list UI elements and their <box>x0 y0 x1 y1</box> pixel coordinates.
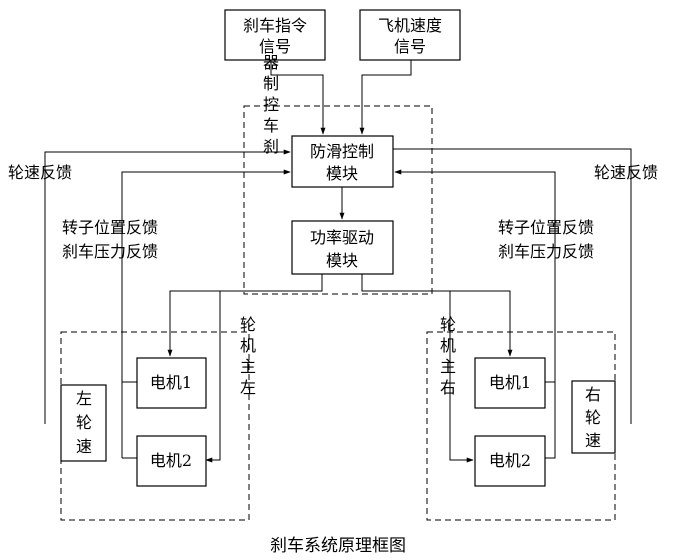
controller-char1: 器 <box>263 53 279 72</box>
right-wheel-speed-char2: 轮 <box>585 408 601 427</box>
brake-controller-frame <box>243 105 433 295</box>
left-motor1-block: 电机1 <box>136 357 207 409</box>
brake-command-block: 刹车指令 信号 <box>224 9 326 61</box>
left-pressure-feedback-label: 刹车压力反馈 <box>62 242 158 261</box>
right-wheel-char4: 右 <box>440 378 456 397</box>
left-wheel-frame <box>60 331 250 521</box>
right-speed-feedback-line <box>393 148 632 424</box>
right-motor1-block: 电机1 <box>474 357 546 409</box>
left-wheel-speed-char1: 左 <box>76 389 92 408</box>
power-to-right-motor2-line <box>449 291 474 463</box>
right-rotor-feedback-line <box>394 169 556 383</box>
left-motor2-label: 电机2 <box>150 451 192 470</box>
right-wheel-char1: 轮 <box>440 315 456 334</box>
brake-command-label-line1: 刹车指令 <box>243 16 307 35</box>
right-wheel-speed-char1: 右 <box>585 385 601 404</box>
controller-char2: 制 <box>263 74 279 93</box>
left-rotor-feedback-line <box>121 169 291 383</box>
left-wheel-char2: 机 <box>240 336 256 355</box>
left-main-wheel-label: 轮 机 主 左 <box>240 315 256 397</box>
power-drive-block: 功率驱动 模块 <box>291 220 394 275</box>
left-wheel-speed-char2: 轮 <box>76 413 92 432</box>
antiskid-label-line1: 防滑控制 <box>310 142 374 161</box>
left-wheel-char3: 主 <box>240 357 256 376</box>
left-motor2-block: 电机2 <box>136 435 207 487</box>
right-rotor-feedback-label: 转子位置反馈 <box>498 218 594 237</box>
right-motor2-block: 电机2 <box>474 435 546 487</box>
right-wheel-speed-char3: 速 <box>585 431 601 450</box>
right-speed-feedback-label: 轮速反馈 <box>594 163 658 182</box>
left-speed-feedback-label: 轮速反馈 <box>8 163 72 182</box>
left-speed-feedback-line <box>44 149 291 424</box>
aircraft-speed-block: 飞机速度 信号 <box>359 9 461 61</box>
diagram-caption: 刹车系统原理框图 <box>270 536 406 556</box>
controller-char3: 控 <box>263 95 279 114</box>
right-wheel-char3: 主 <box>440 357 456 376</box>
aircraft-speed-label-line1: 飞机速度 <box>378 16 442 35</box>
antiskid-control-block: 防滑控制 模块 <box>291 135 394 188</box>
left-wheel-speed-char3: 速 <box>76 437 92 456</box>
left-wheel-char4: 左 <box>240 378 256 397</box>
right-wheel-char2: 机 <box>440 336 456 355</box>
right-pressure-feedback-label: 刹车压力反馈 <box>498 242 594 261</box>
speed-signal-line <box>359 60 412 135</box>
right-main-wheel-label: 轮 机 主 右 <box>440 315 456 397</box>
right-motor2-label: 电机2 <box>489 451 531 470</box>
left-rotor-feedback-label: 转子位置反馈 <box>62 218 158 237</box>
right-motor2-feedback-line <box>545 382 556 459</box>
brake-controller-label: 器 制 控 车 刹 <box>263 53 279 156</box>
power-drive-label-line2: 模块 <box>326 251 358 270</box>
left-motor1-label: 电机1 <box>150 373 192 392</box>
right-motor1-label: 电机1 <box>489 373 531 392</box>
controller-char5: 刹 <box>263 137 279 156</box>
controller-char4: 车 <box>263 116 279 135</box>
power-to-right-motor1-line <box>361 274 513 357</box>
brake-command-line <box>270 60 326 135</box>
left-wheel-char1: 轮 <box>240 315 256 334</box>
antiskid-label-line2: 模块 <box>326 164 358 183</box>
aircraft-speed-label-line2: 信号 <box>394 37 426 56</box>
left-wheel-speed-block: 左 轮 速 <box>60 384 107 462</box>
power-to-left-motor2-line <box>205 290 322 463</box>
power-drive-label-line1: 功率驱动 <box>310 228 374 247</box>
right-wheel-speed-block: 右 轮 速 <box>571 380 616 454</box>
brake-command-label-line2: 信号 <box>259 37 291 56</box>
